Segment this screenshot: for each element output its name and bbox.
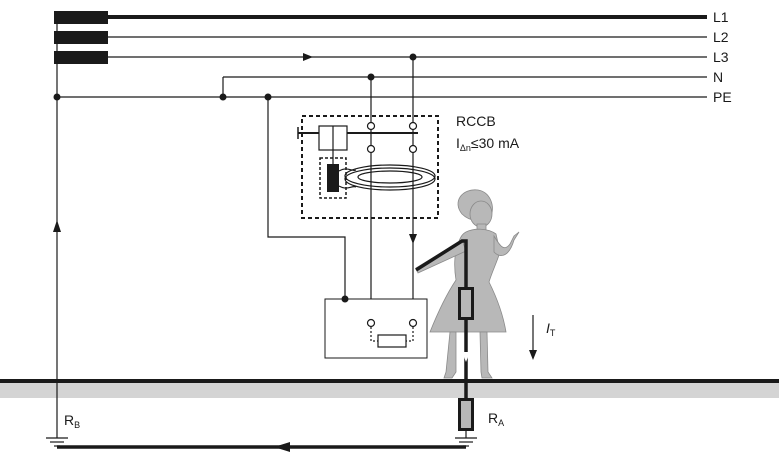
label-rb: RB [64, 412, 80, 430]
person-legs [443, 331, 493, 379]
label-ra: RA [488, 410, 504, 428]
down-arrow-icon [409, 234, 417, 244]
rccb-label: RCCB [456, 113, 496, 129]
contact-l3-upper [408, 121, 418, 131]
contact-n-lower [366, 144, 376, 154]
label-it: IT [546, 320, 556, 338]
current-transformer-toroid [344, 164, 436, 191]
label-l3: L3 [713, 49, 729, 65]
junction-dot [341, 295, 349, 303]
pe-to-load-wire [267, 97, 346, 299]
contact-l3-lower [408, 144, 418, 154]
left-arrow-icon [274, 442, 290, 452]
junction-dot [219, 93, 227, 101]
supply-bar-l2 [54, 31, 108, 44]
label-l2: L2 [713, 29, 729, 45]
fault-current-path [415, 239, 468, 430]
person-right-arm [493, 231, 520, 256]
load-terminal-n [366, 318, 376, 328]
label-l1: L1 [713, 9, 729, 25]
up-arrow-icon [53, 220, 61, 232]
coil-lead [338, 185, 357, 189]
supply-bar-l1 [54, 11, 108, 24]
label-n: N [713, 69, 723, 85]
junction-dot [53, 93, 61, 101]
junction-dot [409, 53, 417, 61]
person-silhouette [415, 189, 520, 379]
trip-coil [327, 164, 339, 192]
coil-lead [338, 168, 357, 172]
person-head [469, 200, 493, 228]
label-pe: PE [713, 89, 732, 105]
junction-dot [367, 73, 375, 81]
load-wire [406, 327, 414, 342]
rccb-rating: IΔn≤30 mA [456, 135, 520, 153]
down-arrow-icon [529, 350, 537, 360]
ground-band [0, 382, 779, 398]
junction-dot [264, 93, 272, 101]
resistor-ra-core [461, 401, 471, 428]
load-wire [370, 327, 378, 342]
load-enclosure [324, 298, 428, 359]
body-resistance-core [461, 290, 471, 317]
load-resistor [377, 334, 407, 348]
down-arrow-icon [462, 352, 470, 362]
l3-arrow-icon [303, 53, 313, 61]
supply-bar-l3 [54, 51, 108, 64]
ground-symbol-icon [46, 437, 68, 447]
load-terminal-l3 [408, 318, 418, 328]
ground-symbol-icon [455, 437, 477, 447]
contact-n-upper [366, 121, 376, 131]
supply-bars [54, 11, 108, 64]
